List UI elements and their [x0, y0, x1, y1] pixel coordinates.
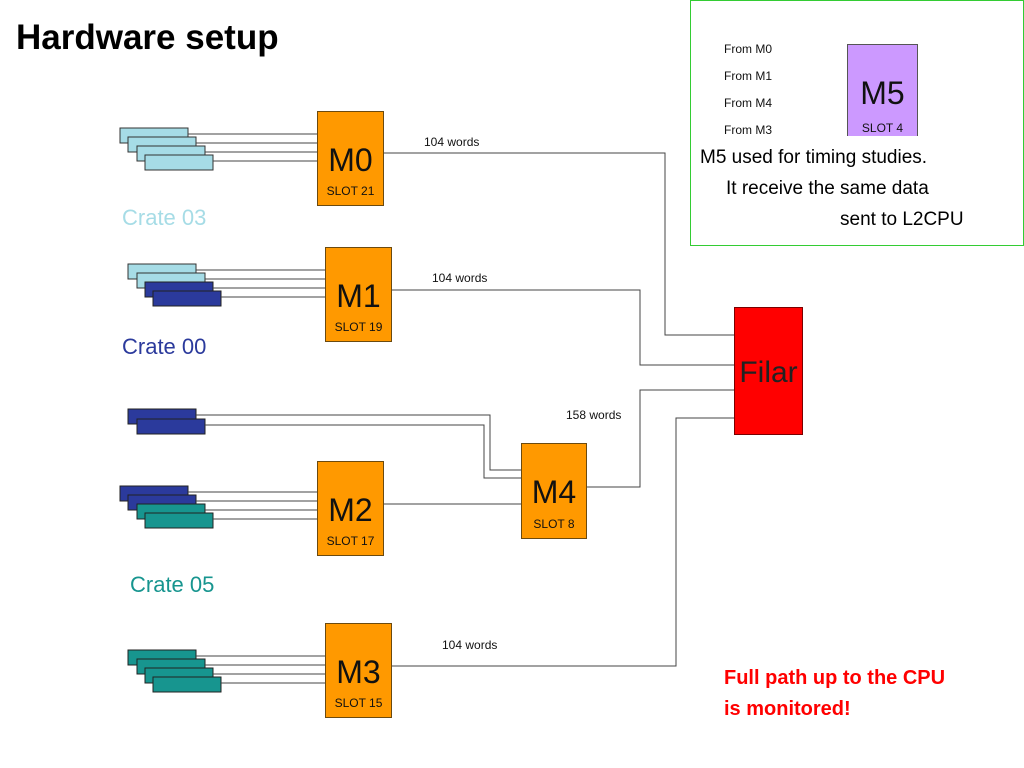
- module-slot: SLOT 19: [334, 320, 383, 334]
- module-m3: M3 SLOT 15: [325, 623, 392, 718]
- module-name: M0: [328, 142, 373, 178]
- card: [136, 418, 206, 435]
- card: [144, 154, 214, 171]
- from-label: From M4: [724, 96, 772, 110]
- crate-label: Crate 00: [122, 334, 207, 359]
- word-count-label: 104 words: [442, 638, 498, 652]
- inset-note-line: It receive the same data: [726, 178, 929, 199]
- card: [144, 512, 214, 529]
- crate-05-m3-cards: [127, 649, 222, 693]
- crate-00-m4-cables: [196, 414, 521, 479]
- filar-label: Filar: [739, 356, 798, 389]
- module-name: M4: [531, 474, 577, 510]
- crate-00-cards: [127, 263, 222, 307]
- module-m5: M5 SLOT 4: [847, 44, 918, 136]
- crate-05-m3-cables: [196, 655, 325, 684]
- word-count-label: 104 words: [432, 271, 488, 285]
- card: [152, 290, 222, 307]
- card: [152, 676, 222, 693]
- output-links: [384, 152, 734, 667]
- module-slot: SLOT 21: [326, 184, 375, 198]
- crate-label: Crate 03: [122, 205, 207, 230]
- crate-label: Crate 05: [130, 572, 215, 597]
- link-m1-filar: [392, 289, 734, 366]
- link-m0-filar: [384, 152, 734, 336]
- from-label: From M3: [724, 123, 772, 137]
- link-m3-filar: [392, 417, 734, 667]
- page-title: Hardware setup: [16, 18, 279, 57]
- module-m4: M4 SLOT 8: [521, 443, 587, 539]
- inset-note-line: M5 used for timing studies.: [700, 147, 928, 168]
- callout-line: is monitored!: [724, 698, 851, 720]
- word-count-label: 158 words: [566, 408, 622, 422]
- module-name: M3: [336, 654, 381, 690]
- module-slot: SLOT 4: [861, 121, 904, 135]
- module-name: M5: [860, 75, 905, 111]
- crate-03-cards: [119, 127, 214, 171]
- crate-05-cards: [119, 485, 214, 529]
- from-label: From M0: [724, 42, 772, 56]
- module-m2: M2 SLOT 17: [317, 461, 384, 556]
- inset-note-line: sent to L2CPU: [840, 209, 964, 230]
- module-m0: M0 SLOT 21: [317, 111, 384, 206]
- filar-box: Filar: [734, 307, 803, 435]
- module-slot: SLOT 8: [533, 517, 575, 531]
- module-name: M1: [336, 278, 381, 314]
- link-m4-filar: [587, 389, 734, 488]
- module-m1: M1 SLOT 19: [325, 247, 392, 342]
- module-slot: SLOT 15: [334, 696, 383, 710]
- crate-03-cables: [188, 133, 317, 162]
- callout-line: Full path up to the CPU: [724, 667, 946, 689]
- module-slot: SLOT 17: [326, 534, 375, 548]
- crate-00-m4-cards: [127, 408, 206, 435]
- crate-05-cables: [188, 491, 317, 520]
- module-name: M2: [328, 492, 373, 528]
- from-label: From M1: [724, 69, 772, 83]
- word-count-label: 104 words: [424, 135, 480, 149]
- crate-00-cables: [196, 269, 325, 298]
